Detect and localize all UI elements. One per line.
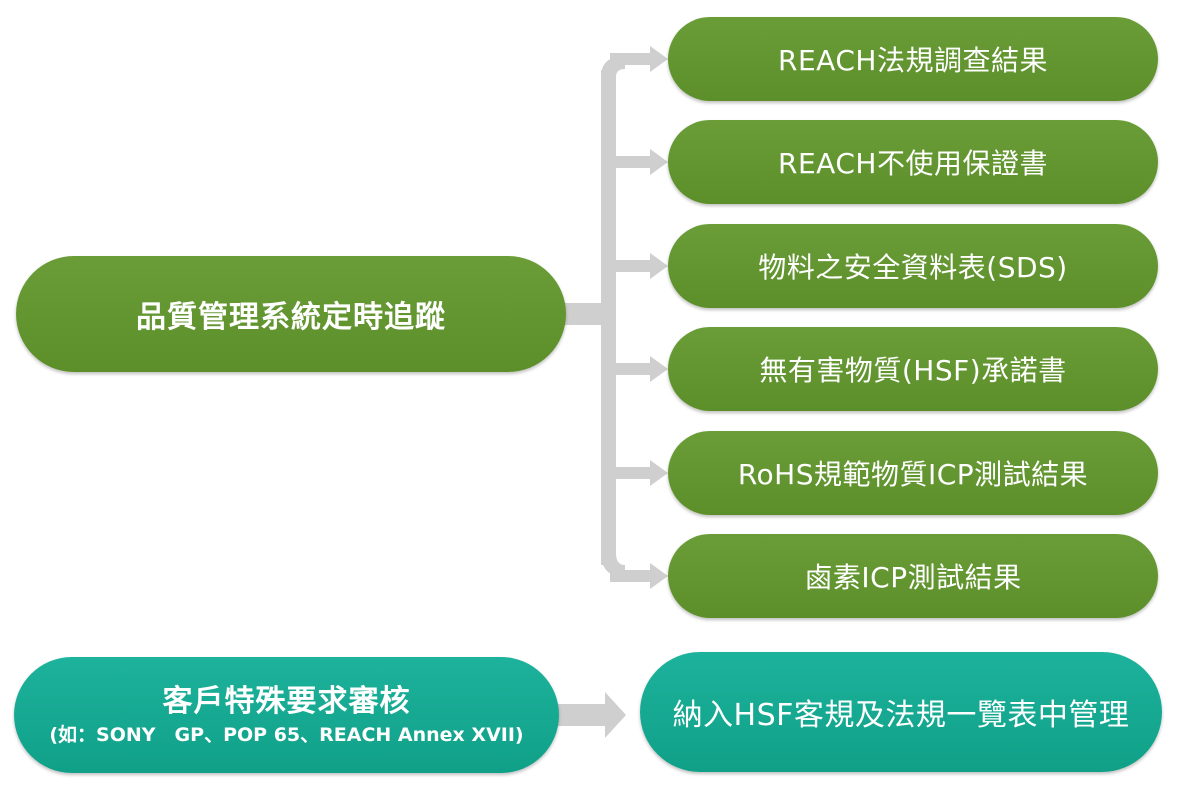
main-node-label: 品質管理系統定時追蹤 <box>136 300 446 335</box>
branch-arrow-5 <box>610 460 668 486</box>
branch-reach-guarantee: REACH不使用保證書 <box>668 120 1158 204</box>
branch-arrow-2 <box>610 149 668 175</box>
branch-label: REACH法規調查結果 <box>778 44 1048 77</box>
connector-stub <box>555 303 615 325</box>
branch-arrow-6 <box>610 563 668 589</box>
main-node-quality-system: 品質管理系統定時追蹤 <box>16 256 566 372</box>
branch-label: 物料之安全資料表(SDS) <box>758 251 1068 284</box>
branch-arrow-3 <box>610 253 668 279</box>
branch-label: 鹵素ICP測試結果 <box>804 561 1022 594</box>
customer-node-subtitle: (如：SONY GP、POP 65、REACH Annex XVII) <box>49 724 524 746</box>
branch-reach-survey: REACH法規調查結果 <box>668 17 1158 101</box>
branch-label: REACH不使用保證書 <box>778 147 1048 180</box>
connector-trunk-fill <box>601 70 616 565</box>
branch-label: RoHS規範物質ICP測試結果 <box>737 458 1089 491</box>
customer-to-hsf-arrow <box>556 692 626 738</box>
branch-halogen-icp: 鹵素ICP測試結果 <box>668 534 1158 618</box>
branch-rohs-icp: RoHS規範物質ICP測試結果 <box>668 431 1158 515</box>
branch-hsf-commitment: 無有害物質(HSF)承諾書 <box>668 327 1158 411</box>
branch-label: 無有害物質(HSF)承諾書 <box>759 354 1067 387</box>
customer-requirement-node: 客戶特殊要求審核 (如：SONY GP、POP 65、REACH Annex X… <box>14 657 559 773</box>
branch-arrow-4 <box>610 356 668 382</box>
branch-sds: 物料之安全資料表(SDS) <box>668 224 1158 308</box>
branch-arrow-1 <box>610 46 668 72</box>
hsf-node-label: 納入HSF客規及法規一覽表中管理 <box>672 698 1130 733</box>
hsf-management-node: 納入HSF客規及法規一覽表中管理 <box>640 652 1162 772</box>
customer-node-title: 客戶特殊要求審核 <box>162 684 411 719</box>
